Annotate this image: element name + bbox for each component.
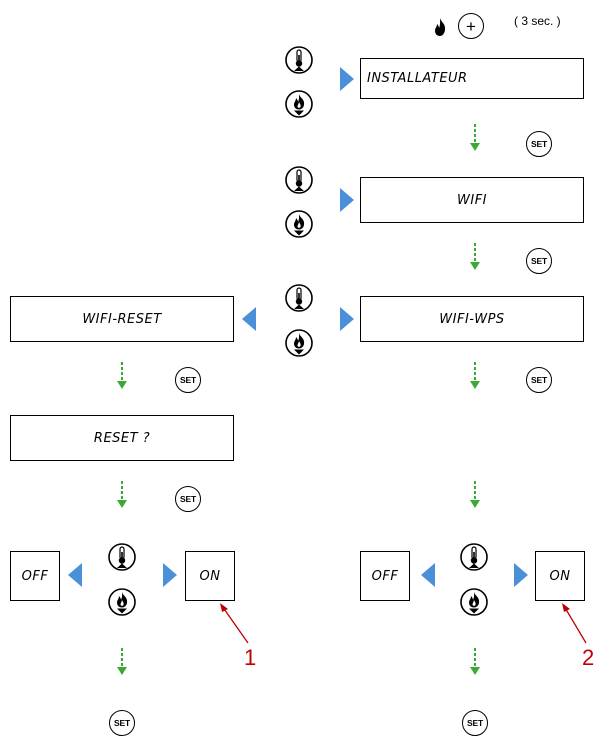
display-installateur: INSTALLATEUR <box>360 58 584 99</box>
set-button[interactable]: SET <box>109 710 135 736</box>
arrow-right-icon <box>163 563 177 587</box>
thermometer-up-icon[interactable] <box>107 542 137 572</box>
duration-note: ( 3 sec. ) <box>514 14 561 28</box>
set-button[interactable]: SET <box>175 367 201 393</box>
display-wifi: WIFI <box>360 177 584 223</box>
set-button[interactable]: SET <box>175 486 201 512</box>
set-button[interactable]: SET <box>526 367 552 393</box>
flame-down-icon[interactable] <box>284 328 314 358</box>
flow-down-arrow <box>470 362 480 389</box>
set-button-label: SET <box>531 256 547 266</box>
display-off-left: OFF <box>10 551 60 601</box>
arrow-right-icon <box>514 563 528 587</box>
flame-down-icon[interactable] <box>107 587 137 617</box>
set-button-label: SET <box>180 375 196 385</box>
flow-down-arrow <box>470 648 480 675</box>
flow-down-arrow <box>117 648 127 675</box>
arrow-right-icon <box>340 307 354 331</box>
arrow-left-icon <box>68 563 82 587</box>
flame-down-icon[interactable] <box>284 89 314 119</box>
thermometer-up-icon[interactable] <box>284 45 314 75</box>
thermometer-up-icon[interactable] <box>284 283 314 313</box>
set-button-label: SET <box>467 718 483 728</box>
display-on-left: ON <box>185 551 235 601</box>
flow-down-arrow <box>117 481 127 508</box>
display-wifi-wps-text: WIFI-WPS <box>439 311 505 327</box>
thermometer-up-icon[interactable] <box>459 542 489 572</box>
display-off-left-text: OFF <box>21 568 49 584</box>
set-button[interactable]: SET <box>526 131 552 157</box>
flow-down-arrow <box>470 124 480 151</box>
flame-down-icon[interactable] <box>284 209 314 239</box>
arrow-left-icon <box>242 307 256 331</box>
callout-label-1: 1 <box>244 645 257 670</box>
display-wifi-reset-text: WIFI-RESET <box>82 311 162 327</box>
flame-down-icon[interactable] <box>459 587 489 617</box>
set-button[interactable]: SET <box>462 710 488 736</box>
set-button[interactable]: SET <box>526 248 552 274</box>
plus-symbol: + <box>466 16 476 36</box>
set-button-label: SET <box>531 139 547 149</box>
flow-down-arrow <box>470 481 480 508</box>
display-reset-confirm-text: RESET ? <box>93 430 151 446</box>
display-wifi-text: WIFI <box>457 192 487 208</box>
display-on-right-text: ON <box>549 568 571 584</box>
flow-down-arrow <box>470 243 480 270</box>
plus-button[interactable]: + <box>458 13 484 39</box>
display-reset-confirm: RESET ? <box>10 415 234 461</box>
callout-label-2: 2 <box>582 645 595 670</box>
thermometer-up-icon[interactable] <box>284 165 314 195</box>
display-off-right: OFF <box>360 551 410 601</box>
display-on-left-text: ON <box>199 568 221 584</box>
arrow-right-icon <box>340 188 354 212</box>
display-installateur-text: INSTALLATEUR <box>367 71 468 86</box>
arrow-right-icon <box>340 67 354 91</box>
display-wifi-reset: WIFI-RESET <box>10 296 234 342</box>
flow-down-arrow <box>117 362 127 389</box>
set-button-label: SET <box>531 375 547 385</box>
set-button-label: SET <box>114 718 130 728</box>
display-on-right: ON <box>535 551 585 601</box>
display-off-right-text: OFF <box>371 568 399 584</box>
arrow-left-icon <box>421 563 435 587</box>
set-button-label: SET <box>180 494 196 504</box>
flame-icon <box>435 18 446 36</box>
display-wifi-wps: WIFI-WPS <box>360 296 584 342</box>
